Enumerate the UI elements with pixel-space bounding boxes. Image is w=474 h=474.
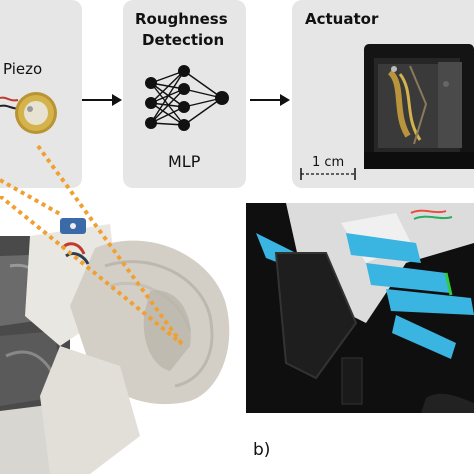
finger-sensor-photo [0,196,238,474]
piezo-label: Piezo [3,60,43,78]
scale-bar [300,168,356,180]
arrow-right-icon [250,94,290,106]
scale-bar-label: 1 cm [312,155,345,170]
roughness-title-line1: Roughness [135,10,228,28]
piezo-sensor-icon [0,92,57,134]
arrow-right-icon [82,94,122,106]
roughness-title-line2: Detection [142,31,225,49]
subfigure-label-b: b) [253,440,271,460]
neural-network-icon [145,65,229,131]
actuator-title: Actuator [305,10,379,28]
robot-hand-photo [246,203,474,413]
actuator-photo [364,44,474,169]
mlp-caption: MLP [168,152,201,171]
